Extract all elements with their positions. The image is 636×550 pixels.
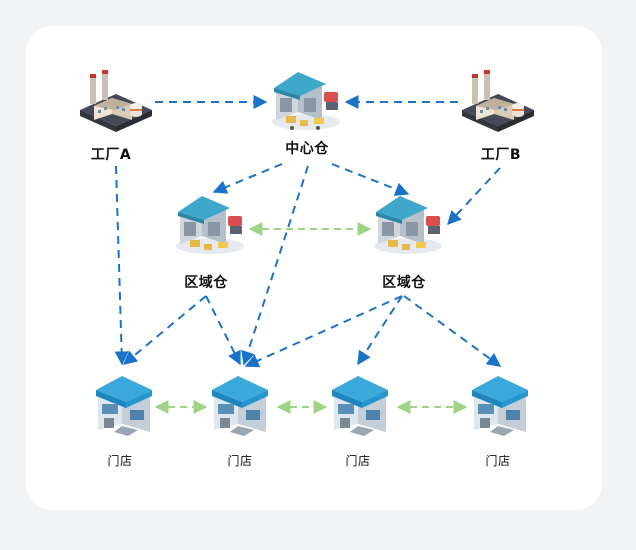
edge-central-to-regional-left	[212, 163, 283, 194]
store-2-node	[208, 370, 272, 436]
regional-warehouse-right-label: 区域仓	[382, 275, 426, 291]
store-1-label: 门店	[107, 454, 133, 468]
factory-b-label: 工厂B	[480, 147, 522, 163]
factory-icon	[462, 70, 534, 132]
store-icon	[332, 376, 388, 436]
store-1-node	[92, 370, 156, 436]
regional-warehouse-right-node	[370, 190, 450, 260]
factory-a-node	[76, 66, 156, 136]
edge-factory-a-to-store-1	[114, 165, 129, 366]
factory-b-node	[458, 66, 538, 136]
store-icon	[96, 376, 152, 436]
edge-central-to-store-2	[241, 165, 309, 366]
regional-warehouse-left-label: 区域仓	[184, 275, 228, 291]
central-warehouse-node	[268, 62, 348, 138]
warehouse-icon	[176, 196, 244, 254]
store-4-label: 门店	[485, 454, 511, 468]
store-3-label: 门店	[345, 454, 371, 468]
edge-regional-left-to-store-1	[122, 295, 207, 365]
factory-icon	[80, 70, 152, 132]
edge-factory-b-to-regional-right	[447, 167, 501, 226]
central-warehouse-label: 中心仓	[285, 141, 329, 157]
edge-regional-right-to-store-3	[357, 295, 403, 366]
store-3-node	[328, 370, 392, 436]
factory-a-label: 工厂A	[90, 147, 132, 163]
edge-regional-right-to-store-2	[244, 295, 403, 368]
store-4-node	[468, 370, 532, 436]
store-icon	[212, 376, 268, 436]
edge-regional-right-to-store-4	[403, 295, 502, 367]
edge-regional-left-to-store-2	[205, 295, 241, 366]
store-icon	[472, 376, 528, 436]
warehouse-icon	[272, 72, 340, 130]
regional-warehouse-left-node	[172, 190, 252, 260]
warehouse-icon	[374, 196, 442, 254]
store-2-label: 门店	[227, 454, 253, 468]
